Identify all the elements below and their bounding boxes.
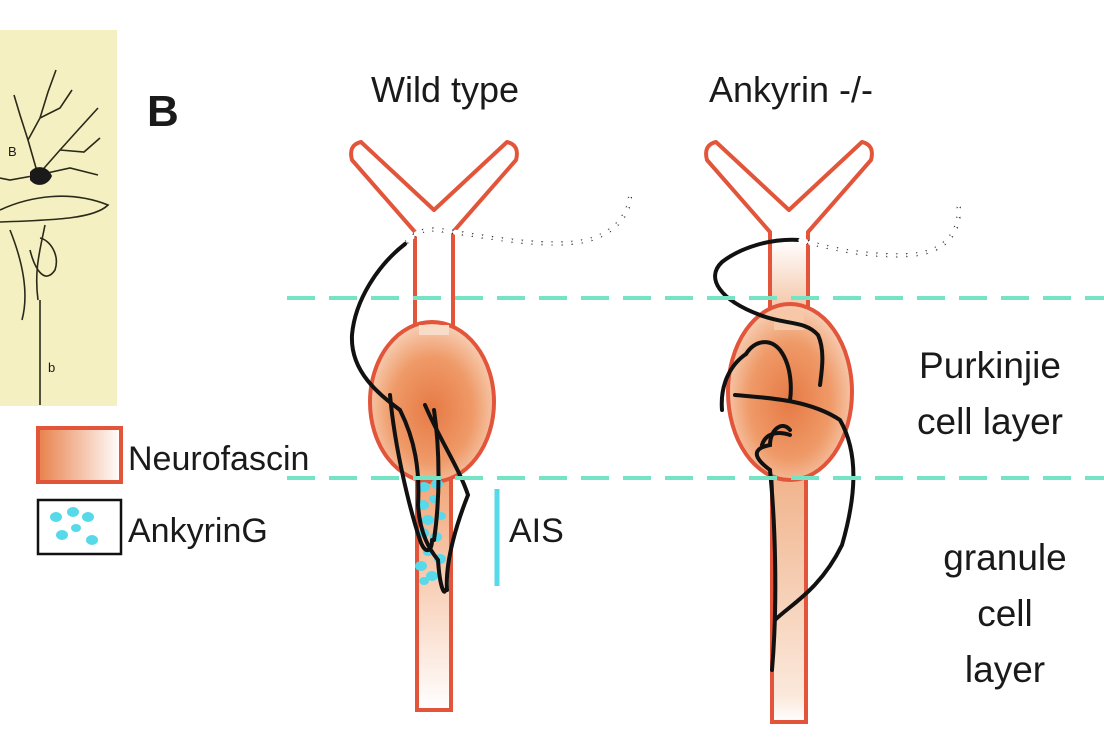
inset-background — [0, 30, 117, 406]
climbing-fiber-ko — [713, 197, 962, 672]
legend: Neurofascin AnkyrinG — [36, 426, 309, 556]
wild-type-neuron — [349, 140, 633, 712]
purkinje-cell-inset: B b — [0, 30, 117, 406]
granule-layer-label: granule cell layer — [943, 537, 1066, 690]
wild-type-neck-cover — [419, 325, 449, 335]
knockout-dendrite — [704, 140, 874, 334]
granule-layer-line-1: granule — [943, 537, 1066, 578]
ankyring-dots-swatch-dots — [50, 507, 98, 545]
inset-soma — [30, 167, 52, 185]
legend-neurofascin-label: Neurofascin — [128, 440, 309, 478]
wild-type-title: Wild type — [371, 69, 519, 110]
climbing-fiber-wt — [349, 187, 633, 594]
panel-letter: B — [147, 87, 179, 136]
wild-type-axon — [415, 476, 453, 712]
granule-layer-line-2: cell — [977, 593, 1033, 634]
granule-layer-line-3: layer — [965, 649, 1045, 690]
purkinje-layer-line-2: cell layer — [917, 401, 1063, 442]
inset-label-B: B — [8, 144, 17, 159]
neurofascin-gradient-swatch — [36, 426, 123, 484]
legend-ankyring-label: AnkyrinG — [128, 512, 268, 550]
ankyrin-knockout-neuron — [704, 140, 962, 724]
wild-type-dendrite — [349, 140, 519, 334]
purkinje-layer-label: Purkinjie cell layer — [917, 345, 1063, 442]
ais-label: AIS — [509, 512, 564, 550]
purkinje-layer-line-1: Purkinjie — [919, 345, 1061, 386]
inset-label-b: b — [48, 360, 55, 375]
ankyrin-knockout-title: Ankyrin -/- — [709, 69, 873, 110]
